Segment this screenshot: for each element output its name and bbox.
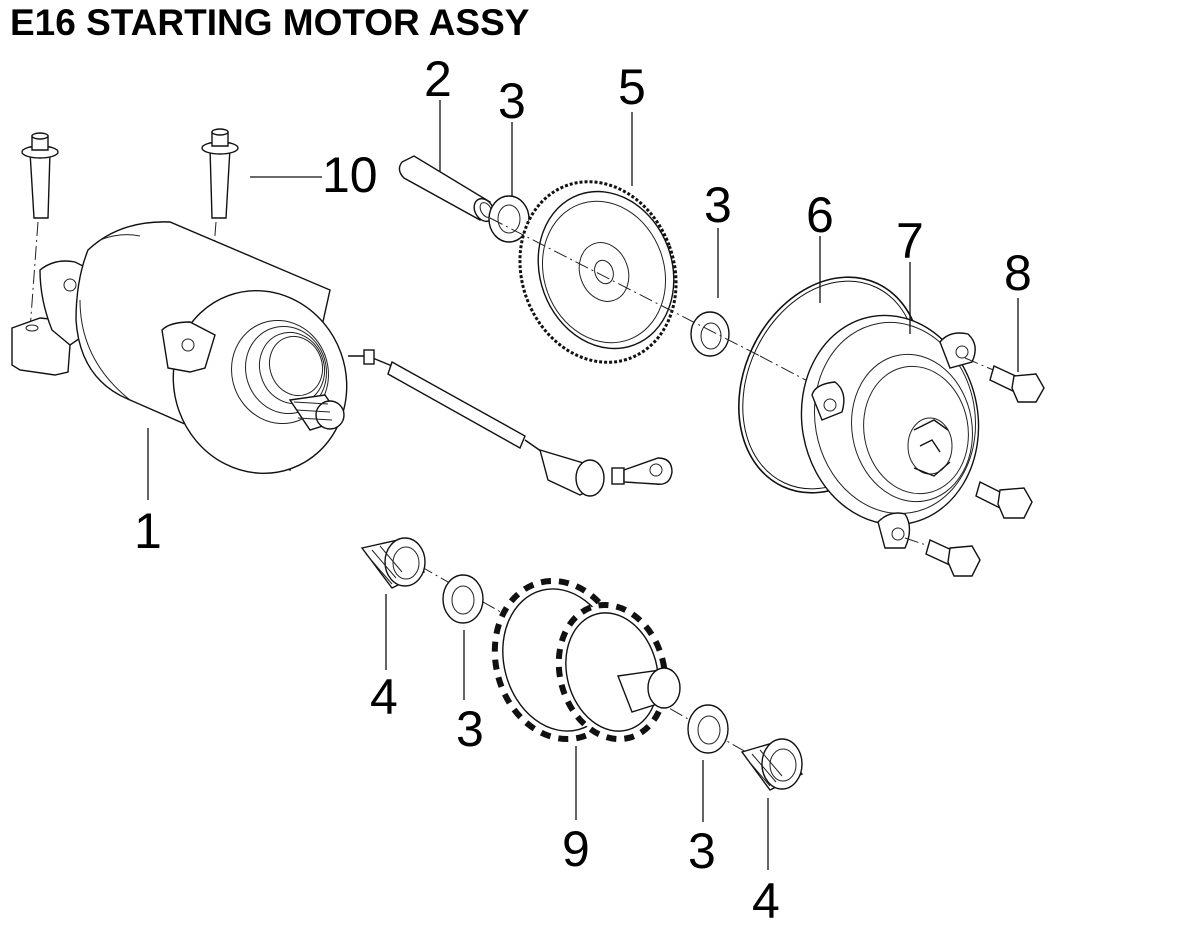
motor-bolt-right (201, 128, 239, 249)
shaft (398, 155, 495, 223)
callout-4-bearing: 4 (752, 873, 780, 929)
callout-6: 6 (806, 187, 834, 243)
cover-bolt-bottom (904, 537, 981, 577)
motor-bolt-left (21, 132, 59, 331)
callout-8: 8 (1004, 245, 1032, 301)
washer-lower-right (687, 704, 729, 754)
callout-4-bearing: 4 (370, 669, 398, 725)
idle-gear (491, 577, 681, 743)
callout-5: 5 (618, 59, 646, 115)
callout-3-washer: 3 (456, 701, 484, 757)
needle-bearing-left (360, 537, 426, 589)
callout-2: 2 (424, 51, 452, 107)
cover-bolt-top (964, 357, 1045, 403)
gear-cover (800, 314, 980, 549)
large-gear (518, 180, 678, 364)
cover-bolt-middle (975, 480, 1033, 519)
washer-upper-right (690, 311, 730, 357)
washer-lower-left (442, 574, 484, 624)
leader-lines (147, 100, 1019, 870)
callout-7: 7 (896, 213, 924, 269)
callout-1: 1 (134, 503, 162, 559)
callout-3-washer: 3 (688, 823, 716, 879)
callout-3-washer: 3 (498, 73, 526, 129)
callout-3-washer: 3 (704, 177, 732, 233)
washer-upper-left (488, 195, 530, 243)
callout-10: 10 (322, 147, 378, 203)
callout-9: 9 (562, 821, 590, 877)
starting-motor (11, 221, 673, 497)
needle-bearing-right (740, 738, 804, 791)
diagram-title: E16 STARTING MOTOR ASSY (10, 2, 530, 43)
